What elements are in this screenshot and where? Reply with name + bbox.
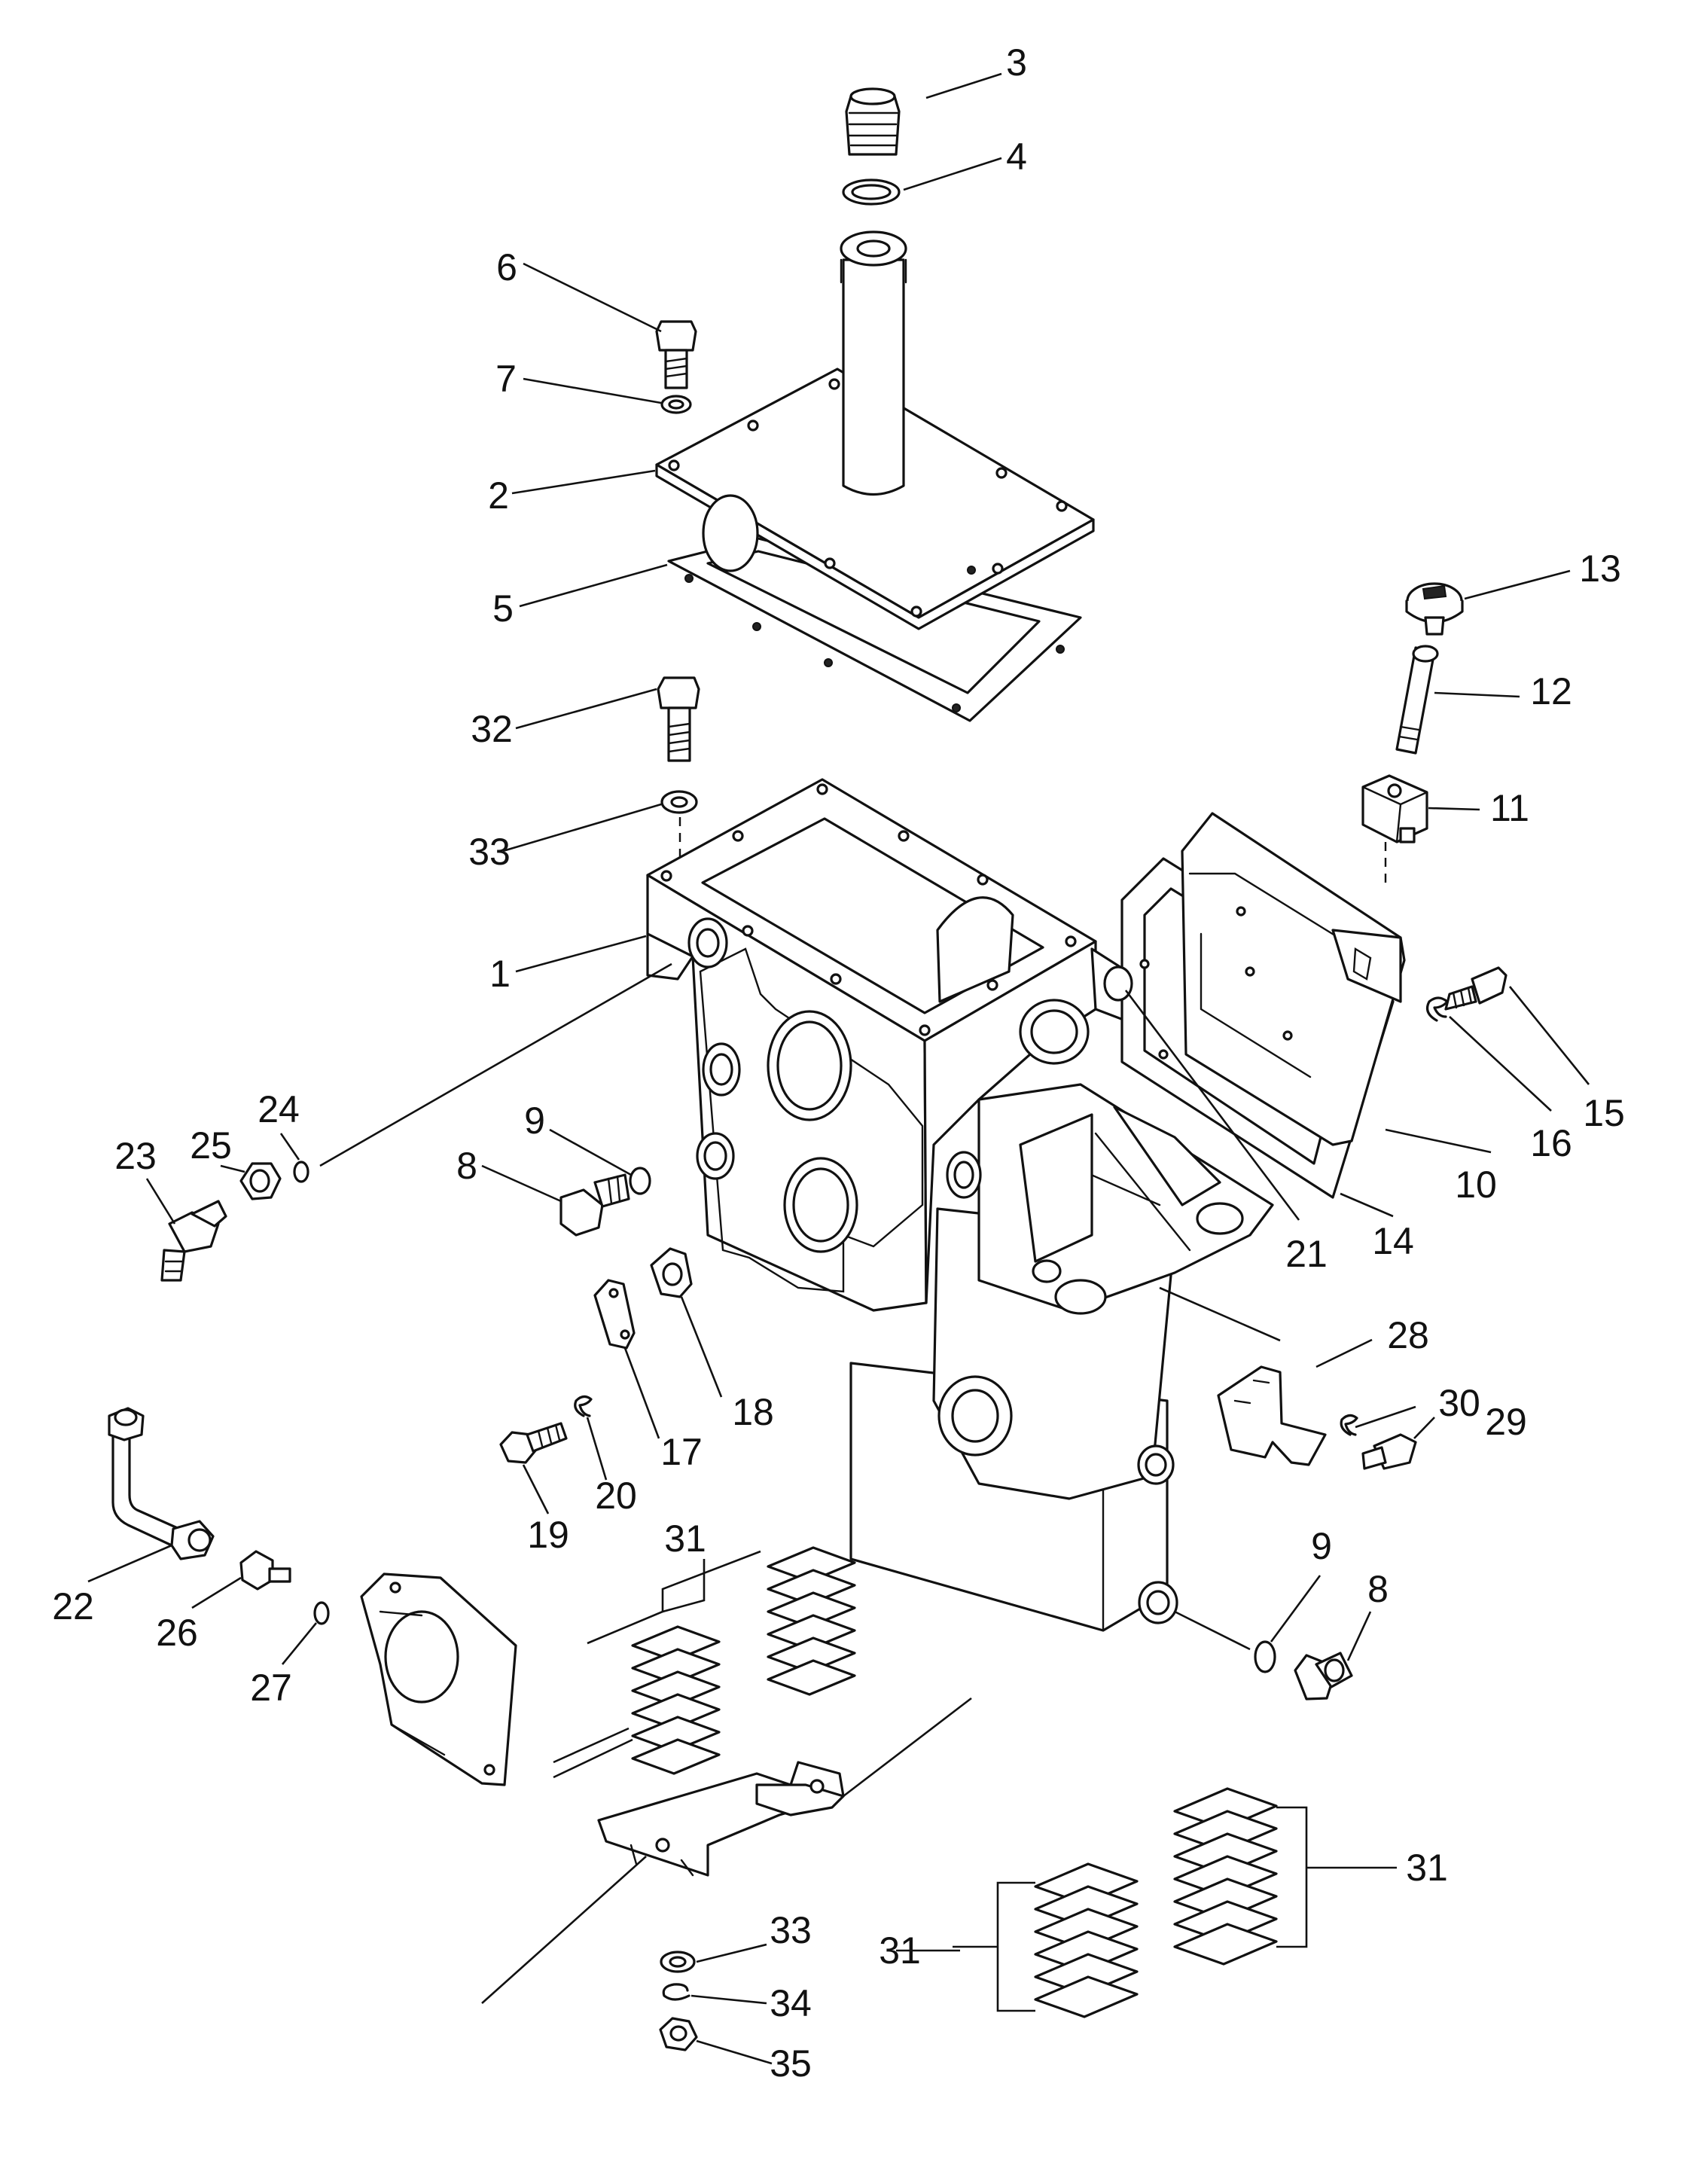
- callout-5: 5: [492, 587, 514, 630]
- part-29-bolt: [1361, 1433, 1417, 1470]
- part-22-pipe: [108, 1407, 215, 1560]
- part-1-transmission-case: [646, 778, 1274, 1632]
- callout-9-lower: 9: [1311, 1525, 1332, 1567]
- part-26-fitting: [239, 1550, 291, 1591]
- callout-15: 15: [1583, 1092, 1625, 1134]
- callout-14: 14: [1372, 1220, 1414, 1262]
- part-27-o-ring: [313, 1601, 330, 1625]
- callout-30: 30: [1438, 1382, 1480, 1424]
- callout-18: 18: [732, 1391, 774, 1433]
- shim-guide-line-1: [553, 1727, 630, 1764]
- part-lower-bracket: [597, 1761, 845, 1877]
- part-31-shim-stack-left: [631, 1625, 721, 1775]
- bracket-guide-line-upper: [843, 1697, 972, 1798]
- part-33-washer-lower: [660, 1951, 696, 1973]
- part-2-filler-tube: [840, 230, 907, 496]
- part-30-lock-washer: [1340, 1414, 1358, 1436]
- callout-31-upper: 31: [664, 1518, 706, 1560]
- part-23-elbow: [160, 1200, 227, 1282]
- case-to-bracket-line: [1159, 1286, 1281, 1342]
- callout-25: 25: [190, 1124, 232, 1167]
- callout-23: 23: [114, 1135, 157, 1177]
- bracket-31-lower-left: [953, 1881, 1035, 2012]
- part-31-shim-stack-right: [767, 1546, 856, 1696]
- part-35-nut: [659, 2017, 698, 2051]
- callout-11: 11: [1490, 787, 1529, 829]
- callout-9-upper: 9: [524, 1100, 545, 1142]
- part-8-drain-plug-upper: [559, 1173, 630, 1237]
- part-21-plug: [1103, 965, 1133, 1002]
- shim-group-line-upper: [587, 1550, 761, 1645]
- callout-31-lower-right: 31: [1406, 1847, 1448, 1889]
- part-8-drain-plug-lower: [1294, 1652, 1353, 1701]
- callout-31-lower-left: 31: [879, 1929, 921, 1972]
- callout-35: 35: [770, 2042, 812, 2085]
- part-5-holes: [684, 566, 1065, 712]
- part-33-washer-upper: [660, 790, 698, 814]
- part-6-bolt: [655, 320, 697, 389]
- callout-22: 22: [52, 1585, 94, 1627]
- callout-33-lower: 33: [770, 1909, 812, 1951]
- part-9-o-ring-upper: [629, 1167, 651, 1195]
- part-4-washer: [842, 178, 901, 206]
- callout-8-lower: 8: [1367, 1568, 1389, 1610]
- part-18-gasket: [650, 1247, 693, 1298]
- callout-10: 10: [1455, 1164, 1497, 1206]
- part-housing-cover: [360, 1572, 517, 1786]
- callout-33-upper: 33: [468, 831, 511, 873]
- part-3-breather-plug: [845, 87, 901, 156]
- bracket-guide-line-lower: [481, 1856, 647, 2004]
- callout-32: 32: [471, 708, 513, 750]
- part-31-shim-stack-lower-right: [1173, 1787, 1278, 1966]
- part-25-nut: [239, 1162, 282, 1200]
- callout-6: 6: [496, 246, 517, 288]
- part-12-pipe: [1395, 645, 1439, 755]
- callout-21: 21: [1285, 1233, 1328, 1275]
- shim-guide-line-2: [553, 1738, 633, 1779]
- part-16-lock-washer: [1426, 996, 1449, 1022]
- callout-13: 13: [1579, 548, 1621, 590]
- part-20-lock-washer: [574, 1395, 593, 1417]
- callout-24: 24: [258, 1088, 300, 1130]
- part-19-bolt: [499, 1422, 568, 1464]
- callout-8-upper: 8: [456, 1145, 477, 1187]
- callout-29: 29: [1485, 1401, 1527, 1443]
- callout-26: 26: [156, 1612, 198, 1654]
- connection-line-24: [319, 962, 672, 1167]
- callout-27: 27: [250, 1667, 292, 1709]
- part-17-cover: [593, 1279, 636, 1350]
- part-15-bolt: [1444, 966, 1508, 1011]
- part-31-shim-stack-lower-left: [1034, 1862, 1139, 2018]
- part-11-block-fitting: [1361, 774, 1428, 843]
- callout-2: 2: [488, 474, 509, 517]
- callout-34: 34: [770, 1982, 812, 2024]
- leader-lines: [87, 72, 1590, 2065]
- part-32-bolt: [657, 676, 700, 762]
- callout-17: 17: [660, 1431, 703, 1473]
- callout-28: 28: [1387, 1314, 1429, 1356]
- part-28-bracket: [1217, 1365, 1327, 1466]
- part-34-lock-washer: [662, 1983, 690, 2001]
- callout-1: 1: [489, 953, 511, 995]
- callout-4: 4: [1006, 136, 1027, 178]
- callout-numbers: 3 4 6 7 2 5 32 33 1 13 12 11 15 16 10 14…: [52, 41, 1625, 2085]
- callout-7: 7: [495, 358, 517, 400]
- part-9-o-ring-lower: [1254, 1640, 1276, 1673]
- bracket-31-lower-right: [1276, 1806, 1397, 1948]
- part-10-side-cover: [1139, 812, 1406, 1146]
- part-24-o-ring: [293, 1161, 309, 1183]
- callout-16: 16: [1530, 1122, 1572, 1164]
- callout-12: 12: [1530, 670, 1572, 712]
- case-lower-plug-line: [1174, 1610, 1251, 1651]
- callout-20: 20: [595, 1475, 637, 1517]
- callout-3: 3: [1006, 41, 1027, 84]
- part-13-sender: [1405, 582, 1464, 636]
- callout-19: 19: [527, 1514, 569, 1556]
- part-7-lock-washer: [660, 395, 692, 414]
